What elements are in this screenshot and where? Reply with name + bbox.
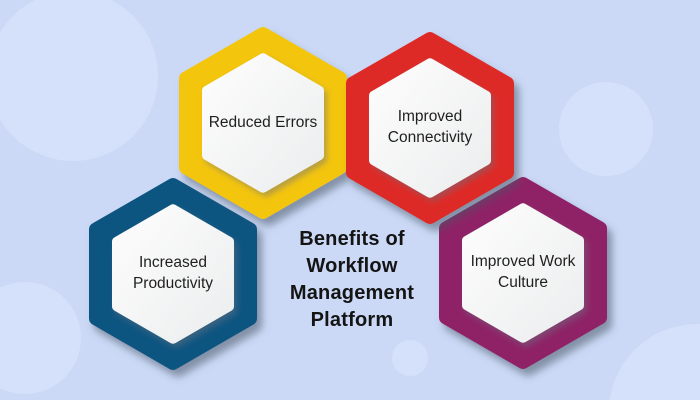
hexagon-label: Improved Connectivity [387,108,473,146]
hexagon-improved-connectivity: Improved Connectivity [330,15,530,241]
hexagon-shape [439,177,607,369]
background-circle [0,282,81,394]
hexagon-reduced-errors: Reduced Errors [163,10,363,236]
hexagon-label: Increased Productivity [132,254,214,292]
hexagon-inner-panel [112,204,234,344]
hexagon-inner-panel [369,58,491,198]
hexagon-improved-work-culture: Improved Work Culture [423,160,623,386]
background-circle [559,82,653,176]
background-circle [0,0,158,161]
diagram-title: Benefits of Workflow Management Platform [289,228,415,331]
hexagon-label: Reduced Errors [208,113,318,131]
hexagon-label: Improved Work Culture [470,253,576,291]
hexagon-increased-productivity: Increased Productivity [73,161,273,387]
hexagon-inner-panel [202,53,324,193]
hexagon-shape [346,32,514,224]
background-circle [392,340,428,376]
hexagon-shape [89,178,257,370]
hexagon-shape [179,27,347,219]
hexagon-inner-panel [462,203,584,343]
